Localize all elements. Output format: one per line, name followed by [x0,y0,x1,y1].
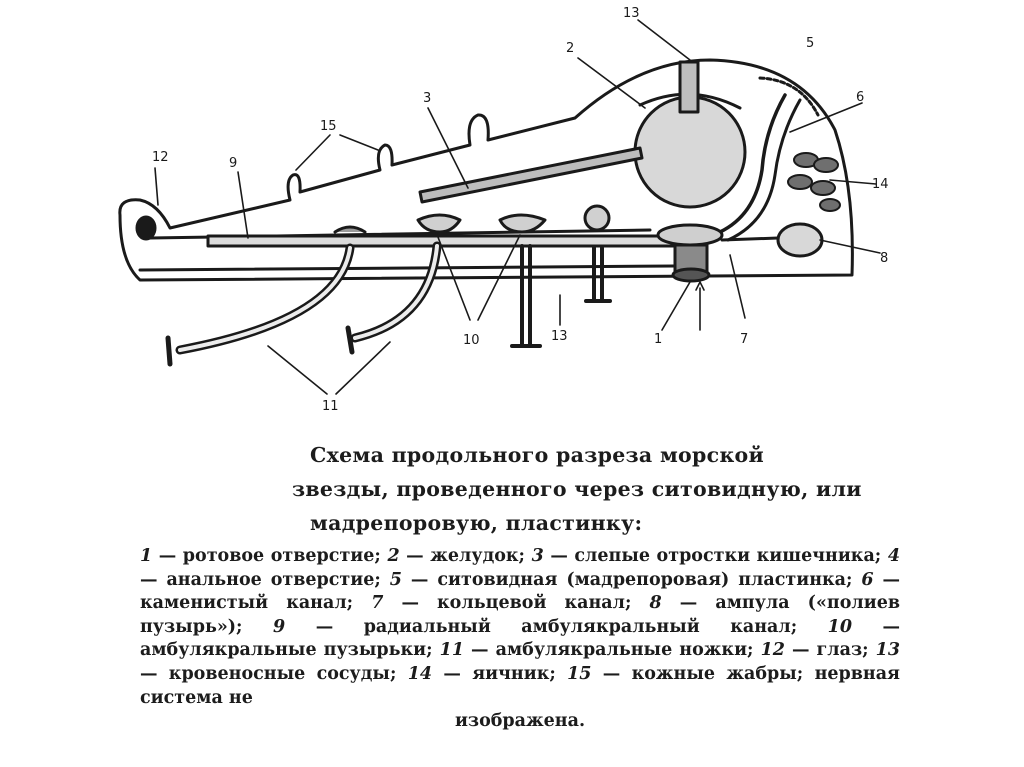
label-15: 15 [320,119,337,134]
label-8: 8 [880,251,888,266]
label-13-top: 13 [623,6,640,21]
legend-last-line: изображена. [454,711,586,732]
legend-num-2: 2 [387,546,400,566]
legend-text-9: — радиальный амбулякральный канал; [285,616,828,637]
label-10: 10 [463,333,480,348]
legend-text-15: — кожные жабры; нервная система не [140,663,900,708]
legend-num-3: 3 [531,546,544,566]
legend-text-12: — глаз; [784,640,876,661]
label-14: 14 [872,177,889,192]
legend-text-13: — кровеносные сосуды; [140,663,408,684]
ovary [787,152,841,212]
polian-vesicle [720,236,780,242]
legend-num-1: 1 [140,546,153,566]
starfish-diagram: 12 9 15 3 2 13 5 6 14 8 10 13 1 7 11 [118,6,889,414]
legend-text-8: — ампула («полиев пузырь»); [140,593,900,637]
caption-line-3: мадрепоровую, пластинку: [310,511,643,535]
label-12: 12 [152,150,169,165]
caption-line-2: звезды, проведенного через ситовидную, и… [292,477,862,501]
label-2: 2 [566,41,574,56]
legend-text-5: — ситовидная (мадрепоровая) пластинка; [401,569,862,590]
legend-num-5: 5 [389,569,402,590]
legend-num-15: 15 [567,663,592,684]
body-outline [118,58,854,282]
legend-text-3: — слепые отростки кишечника; [543,546,888,566]
stone-canal [718,93,787,234]
legend-text-7: — кольцевой канал; [383,593,650,614]
label-9: 9 [229,156,237,171]
label-7: 7 [740,332,748,347]
blood-vessel-2 [584,246,612,303]
legend-num-13: 13 [875,640,901,661]
legend-num-11: 11 [439,640,464,661]
label-6: 6 [856,90,864,105]
legend-text-2: — желудок; [399,546,532,566]
legend-text-4: — анальное отверстие; [140,569,390,590]
ring-canal [656,223,724,247]
legend-num-6: 6 [861,569,874,590]
blind-intestinal-pouch [418,146,644,204]
legend-num-8: 8 [649,593,662,614]
legend-num-14: 14 [407,663,433,684]
legend-text-14: — яичник; [432,663,568,684]
label-1: 1 [654,332,662,347]
eye [135,215,157,241]
legend-text-6: — каменистый канал; [140,569,901,614]
legend-num-10: 10 [827,616,853,637]
legend-num-7: 7 [371,593,384,614]
tube-foot-1 [175,243,355,355]
label-5: 5 [806,36,814,51]
figure-caption: Схема продольного разреза морской звезды… [292,438,900,540]
ambulacral-ampulla [333,225,367,234]
label-3: 3 [423,91,431,106]
caption-line-1: Схема продольного разреза морской [310,443,765,467]
legend-text-1: — ротовое отверстие; [152,546,388,566]
figure-legend: 1 — ротовое отверстие; 2 — желудок; 3 — … [140,545,900,734]
legend-num-12: 12 [760,640,785,661]
madreporite-plate [758,76,820,117]
legend-text-11: — амбулякральные ножки; [464,640,761,661]
legend-num-9: 9 [273,616,286,637]
legend-num-4: 4 [887,546,900,566]
radial-canal [206,234,685,248]
legend-text-10: — амбулякральные пузырьки; [140,616,901,661]
label-13-bottom: 13 [551,329,568,344]
label-11: 11 [322,399,339,414]
anal-tube [678,60,700,114]
blood-vessel-1 [510,244,542,348]
